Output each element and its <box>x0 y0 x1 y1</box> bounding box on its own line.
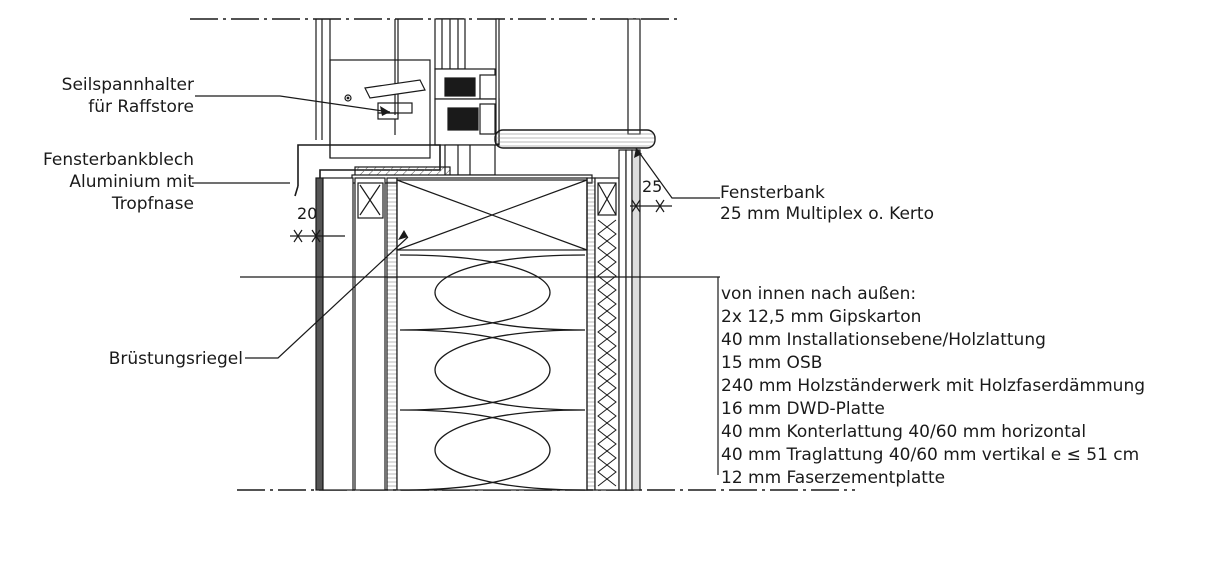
layer-item: 12 mm Faserzementplatte <box>721 468 945 488</box>
window-profile <box>434 18 641 176</box>
label-seilspannhalter-line2: für Raffstore <box>88 97 194 117</box>
leader-lines <box>192 95 720 475</box>
label-fensterbank-line1: Fensterbank <box>720 183 825 203</box>
label-fensterbank-line2: 25 mm Multiplex o. Kerto <box>720 204 934 224</box>
window-reveal <box>315 19 431 159</box>
label-fensterbankblech-line3: Tropfnase <box>111 194 194 214</box>
layer-item: 40 mm Installationsebene/Holzlattung <box>721 330 1046 350</box>
layer-item: 15 mm OSB <box>721 353 822 373</box>
dimension-left <box>290 229 345 243</box>
dimension-right <box>630 199 672 213</box>
label-fensterbankblech-line1: Fensterbankblech <box>43 150 194 170</box>
window-sill-board <box>494 129 656 149</box>
label-fensterbankblech-line2: Aluminium mit <box>69 172 194 192</box>
layers-heading: von innen nach außen: <box>721 284 916 304</box>
batten-zigzag <box>597 219 617 487</box>
insulation-curve <box>399 254 586 491</box>
layer-item: 40 mm Konterlattung 40/60 mm horizontal <box>721 422 1086 442</box>
label-bruestungsriegel: Brüstungsriegel <box>109 349 243 369</box>
balustrade-beam <box>396 179 588 251</box>
layer-item: 16 mm DWD-Platte <box>721 399 885 419</box>
layer-item: 240 mm Holzständerwerk mit Holzfaserdämm… <box>721 376 1145 396</box>
layer-item: 40 mm Traglattung 40/60 mm vertikal e ≤ … <box>721 445 1139 465</box>
layer-item: 2x 12,5 mm Gipskarton <box>721 307 921 327</box>
dimension-right-value: 25 <box>642 177 662 196</box>
label-seilspannhalter-line1: Seilspannhalter <box>62 75 194 95</box>
wall-layers <box>315 149 641 491</box>
dimension-left-value: 20 <box>297 204 317 223</box>
sill-flashing <box>294 144 441 197</box>
leader-arrowheads <box>380 106 642 240</box>
